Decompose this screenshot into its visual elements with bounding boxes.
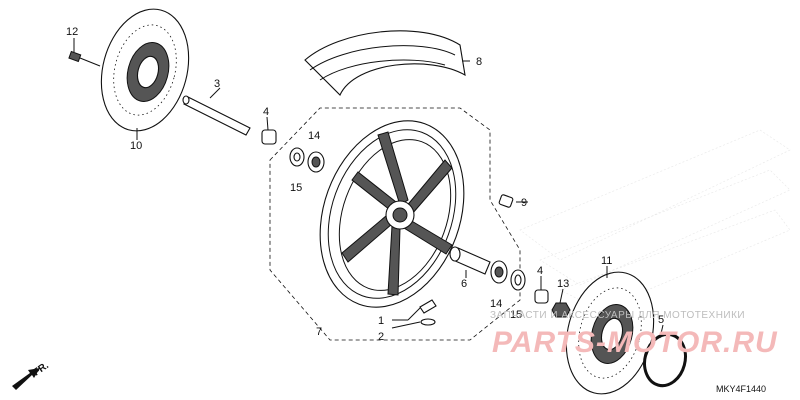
wheel-rim-part (319, 120, 465, 308)
diagram-code: MKY4F1440 (716, 384, 766, 394)
spacer-part (498, 194, 514, 208)
callout-15-bottom: 15 (510, 309, 522, 321)
watermark: ЗАПЧАСТИ И АКСЕССУАРЫ ДЛЯ МОТОТЕХНИКИ PA… (490, 310, 778, 359)
seal-part-bottom (510, 269, 526, 291)
callout-11: 11 (601, 255, 612, 267)
callout-8: 8 (476, 56, 482, 68)
callout-14-top: 14 (308, 130, 320, 142)
callout-labels: 12 3 10 4 14 15 8 9 6 7 1 2 4 14 15 13 1… (66, 26, 664, 343)
bearing-part-top (307, 151, 325, 173)
callout-15-top: 15 (290, 182, 302, 194)
collar-part-bottom (534, 289, 549, 304)
distance-collar-part (449, 246, 491, 275)
brake-disc-left (100, 8, 190, 132)
callout-14-bottom: 14 (490, 298, 502, 310)
collar-part-top (261, 129, 277, 145)
pulser-ring-part (643, 332, 687, 388)
callout-6: 6 (461, 278, 467, 290)
axle-part (182, 95, 251, 136)
callout-13: 13 (557, 278, 569, 290)
callout-4-bottom: 4 (537, 265, 543, 277)
callout-3: 3 (214, 78, 220, 90)
front-direction-indicator: FR. (12, 360, 51, 390)
callout-12: 12 (66, 26, 78, 38)
callout-1: 1 (378, 315, 384, 327)
leader-lines (73, 38, 664, 339)
bearing-part-bottom (490, 260, 508, 284)
callout-10: 10 (130, 140, 142, 152)
tire-part (304, 30, 466, 96)
direction-arrow-icon (12, 368, 40, 390)
watermark-line1: ЗАПЧАСТИ И АКСЕССУАРЫ ДЛЯ МОТОТЕХНИКИ (490, 310, 745, 321)
bolt-part (68, 50, 101, 67)
callout-5: 5 (658, 314, 664, 326)
watermark-line2: PARTS-MOTOR.RU (492, 326, 778, 359)
brand-wing-watermark (519, 129, 791, 311)
callout-2: 2 (378, 331, 384, 343)
seal-part-top (289, 147, 305, 167)
brake-disc-right (565, 271, 655, 395)
callout-7: 7 (316, 326, 322, 338)
nut-part (551, 302, 571, 318)
callout-4-top: 4 (263, 106, 269, 118)
valve-part (419, 299, 437, 326)
callout-9: 9 (521, 197, 527, 209)
